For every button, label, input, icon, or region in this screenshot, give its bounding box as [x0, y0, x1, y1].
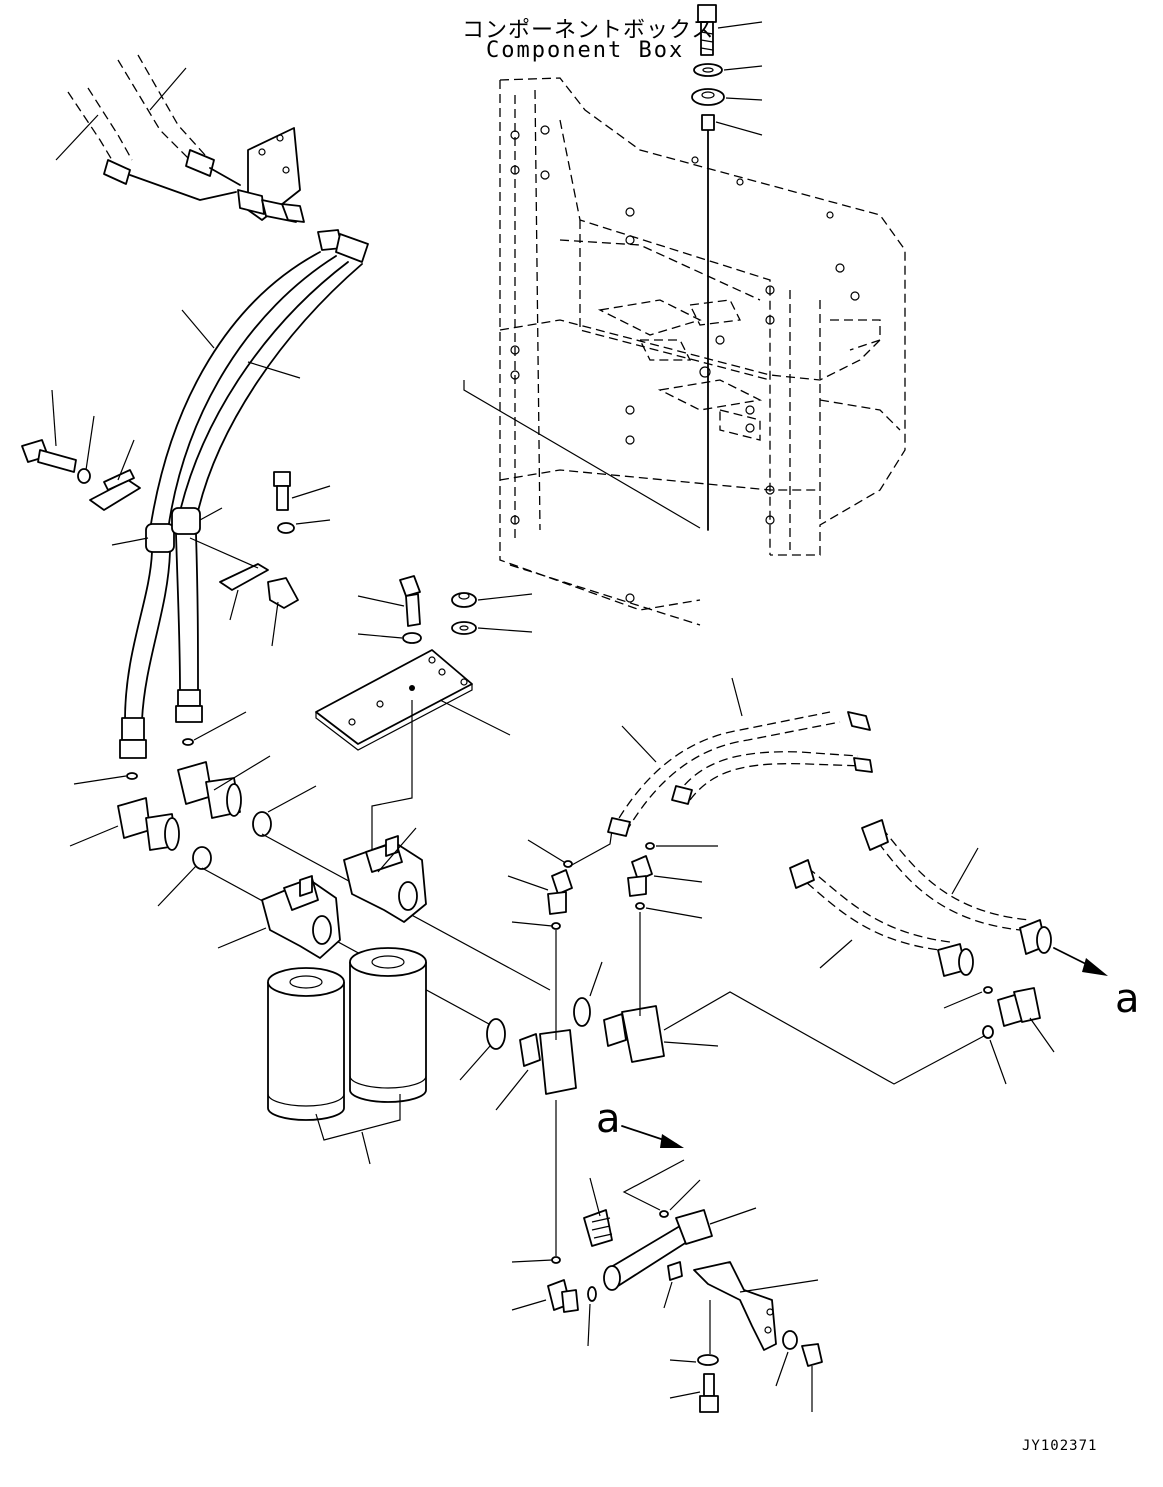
top-bolt-stack [691, 4, 763, 136]
drawing-code: JY102371 [1022, 1438, 1098, 1454]
hose-bracket-top [129, 127, 305, 223]
center-valves [459, 961, 985, 1111]
hoses-right [789, 819, 1108, 1085]
component-box-title-jp: コンポーネントボックス [462, 18, 715, 43]
upper-hoses-phantom [55, 54, 215, 185]
component-box-outline [499, 77, 906, 626]
bottom-assembly [511, 1100, 823, 1413]
component-box-title-en: Component Box [486, 38, 685, 63]
elbow-fittings-center [507, 829, 718, 1040]
filter-mount-plate [315, 380, 701, 880]
filter-elements [267, 947, 427, 1165]
reference-mark-a-right: a [1115, 976, 1140, 1022]
reference-mark-a-bottom: a [596, 1096, 621, 1142]
clamp-bracket-middle [189, 471, 331, 647]
hoses-phantom-right [607, 677, 873, 837]
clamp-hardware-left [21, 389, 223, 546]
filter-heads [217, 827, 427, 959]
main-hoses [119, 229, 369, 759]
